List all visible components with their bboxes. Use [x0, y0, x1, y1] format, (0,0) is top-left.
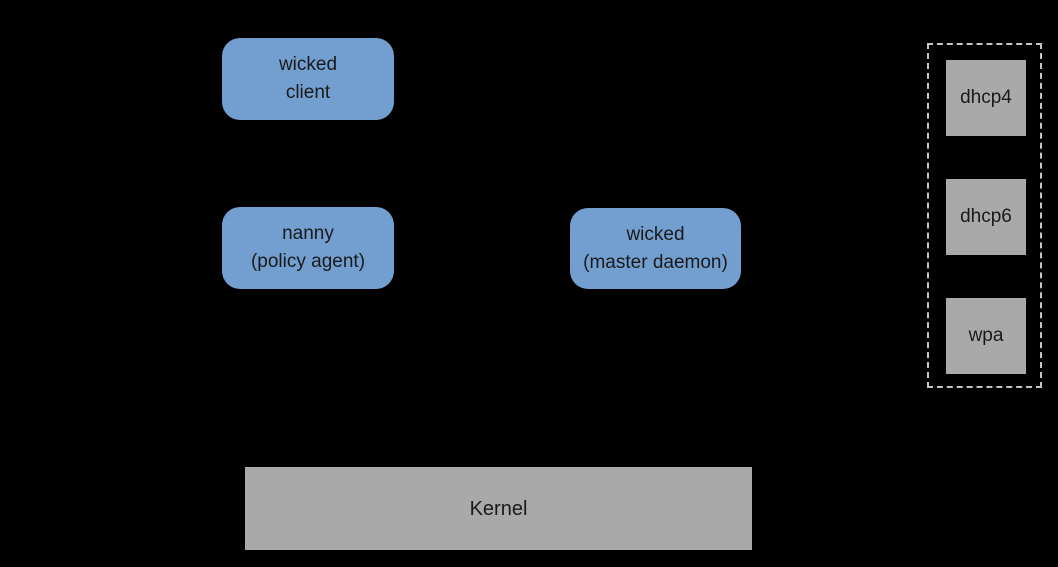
wicked-client-node: wicked client: [222, 38, 394, 120]
wpa-label: wpa: [968, 325, 1004, 346]
wicked-master-label-line2: (master daemon): [583, 251, 728, 273]
wicked-client-label-line1: wicked: [278, 54, 338, 75]
supplicants-group-outline: [927, 43, 1042, 388]
wicked-client-label-line2: client: [285, 82, 331, 103]
wpa-supplicant-node: wpa: [946, 298, 1026, 374]
dhcp4-label: dhcp4: [960, 87, 1012, 108]
nanny-label-line1: nanny: [282, 223, 334, 244]
dhcp6-supplicant-node: dhcp6: [946, 179, 1026, 255]
nanny-label-line2: (policy agent): [250, 251, 366, 272]
dhcp6-label: dhcp6: [960, 206, 1012, 227]
nanny-policy-agent-node: nanny (policy agent): [222, 207, 394, 289]
wicked-master-daemon-node: wicked (master daemon): [570, 208, 741, 289]
dhcp4-supplicant-node: dhcp4: [946, 60, 1026, 136]
kernel-node: Kernel: [245, 467, 752, 550]
kernel-label: Kernel: [469, 497, 528, 520]
wicked-master-label-line1: wicked: [626, 223, 685, 245]
